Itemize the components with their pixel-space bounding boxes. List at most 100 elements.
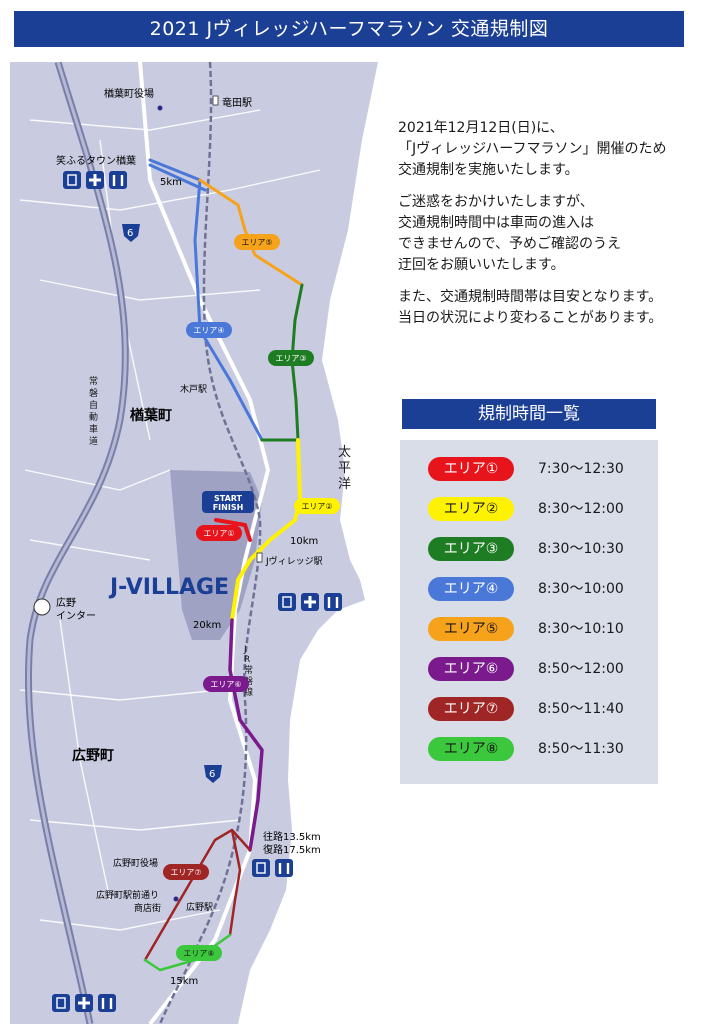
area-badge: エリア③ — [428, 537, 514, 561]
intro-line: できませんので、予めご確認のうえ — [398, 236, 622, 252]
facility-icons-jvillage — [278, 593, 342, 611]
place-hirono-town: 広野町 — [72, 747, 114, 764]
timetable-row: エリア⑥ 8:50〜12:00 — [400, 654, 658, 684]
area-pill-2-label: エリア② — [301, 502, 332, 511]
timetable-panel: エリア① 7:30〜12:30 エリア② 8:30〜12:00 エリア③ 8:3… — [400, 440, 658, 784]
facility-icons-hirono — [52, 994, 116, 1012]
area-badge: エリア⑥ — [428, 657, 514, 681]
place-hirono-office: 広野町役場 — [113, 857, 158, 869]
area-pill-5 — [234, 234, 280, 250]
route-number: 6 — [127, 228, 133, 239]
jr-line — [158, 62, 262, 1024]
trash-icon — [278, 593, 296, 611]
intro-paragraph-2: ご迷惑をおかけいたしますが、 交通規制時間中は車両の進入は できませんので、予め… — [398, 192, 698, 276]
route-shield-icon — [122, 224, 140, 242]
area-pill-8-label: エリア⑧ — [183, 949, 214, 958]
area-pill-2 — [294, 498, 340, 514]
course-area-4-spur — [148, 163, 207, 192]
place-naraha-office: 楢葉町役場 — [104, 87, 154, 100]
expressway-char: 磐 — [89, 387, 98, 399]
area-badge: エリア① — [428, 457, 514, 481]
intro-line: 交通規制時間中は車両の進入は — [398, 215, 594, 231]
area-pill-4 — [186, 322, 232, 338]
km-10-label: 10km — [290, 536, 318, 547]
trash-icon — [252, 859, 270, 877]
timetable-row: エリア⑦ 8:50〜11:40 — [400, 694, 658, 724]
timetable-title: 規制時間一覧 — [402, 399, 656, 429]
area-badge: エリア⑧ — [428, 737, 514, 761]
intro-text: 2021年12月12日(日)に、 「Jヴィレッジハーフマラソン」開催のため 交通… — [398, 118, 698, 340]
course-area-7 — [143, 828, 252, 962]
km-20-label: 20km — [193, 620, 221, 631]
regulation-time: 8:50〜12:00 — [538, 661, 624, 677]
timetable-row: エリア① 7:30〜12:30 — [400, 454, 658, 484]
place-hirono-shop: 商店街 — [134, 902, 161, 914]
regulation-time: 8:30〜10:10 — [538, 621, 624, 637]
area-pill-5-label: エリア⑤ — [241, 238, 272, 247]
jr-line-label: J R 常 磐 線 — [243, 645, 253, 698]
intro-paragraph-1: 2021年12月12日(日)に、 「Jヴィレッジハーフマラソン」開催のため 交通… — [398, 118, 698, 181]
area-pill-6-label: エリア⑥ — [210, 680, 241, 689]
area-badge: エリア④ — [428, 577, 514, 601]
station-icon — [212, 95, 219, 106]
area-pill-7 — [163, 864, 209, 880]
regulation-time: 8:30〜10:00 — [538, 581, 624, 597]
pacific-char: 太 — [338, 445, 351, 460]
area-badge: エリア② — [428, 497, 514, 521]
turn-label: 復路17.5km — [263, 843, 321, 856]
expressway-char: 車 — [89, 423, 98, 435]
trash-icon — [63, 171, 81, 189]
area-badge: エリア⑤ — [428, 617, 514, 641]
finish-label: FINISH — [213, 503, 244, 512]
expressway-inner — [26, 62, 127, 1024]
intro-line: 2021年12月12日(日)に、 — [398, 120, 564, 136]
start-label: START — [214, 494, 243, 503]
area-pill-1 — [196, 525, 242, 541]
regulation-time: 8:50〜11:30 — [538, 741, 624, 757]
restroom-icon — [324, 593, 342, 611]
trash-icon — [52, 994, 70, 1012]
station-icon — [256, 552, 263, 563]
place-hirono-ic: 広野 — [56, 596, 76, 609]
course-area-3 — [260, 283, 304, 442]
place-naraha-town: 楢葉町 — [130, 407, 172, 424]
restroom-icon — [275, 859, 293, 877]
restroom-icon — [98, 994, 116, 1012]
route-6-shield: 6 — [122, 224, 140, 242]
start-finish-marker: START FINISH — [202, 491, 254, 513]
route-number: 6 — [209, 769, 215, 780]
expressway-label: 常 磐 自 動 車 道 — [89, 375, 98, 447]
regulation-time: 8:30〜10:30 — [538, 541, 624, 557]
pacific-label: 太 平 洋 — [338, 445, 351, 492]
intro-line: 当日の状況により変わることがあります。 — [398, 310, 663, 326]
area-pill-3-label: エリア③ — [275, 354, 306, 363]
course-area-6 — [228, 618, 264, 852]
place-hirono-station: 広野駅 — [186, 901, 213, 913]
place-marker — [157, 105, 163, 111]
page-title: 2021 Jヴィレッジハーフマラソン 交通規制図 — [14, 11, 684, 47]
place-kido-station: 木戸駅 — [180, 383, 207, 395]
intro-line: 迂回をお願いいたします。 — [398, 257, 565, 273]
place-hirono-ic: インター — [56, 610, 96, 622]
area-pill-4-label: エリア④ — [193, 326, 224, 335]
place-marker — [173, 896, 179, 902]
timetable-row: エリア④ 8:30〜10:00 — [400, 574, 658, 604]
facility-icons-naraha — [63, 171, 127, 189]
traffic-map: 常 磐 自 動 車 道 J R 常 磐 線 太 平 洋 楢葉町役場 竜田駅 笑ふ… — [0, 62, 400, 1024]
course-area-1 — [214, 518, 252, 542]
intro-line: また、交通規制時間帯は目安となります。 — [398, 289, 663, 305]
interchange-icon — [33, 598, 51, 616]
jr-char: 磐 — [244, 675, 253, 687]
area-pill-8 — [176, 945, 222, 961]
route-shield-icon — [204, 765, 222, 783]
place-jvillage-station: Jヴィレッジ駅 — [265, 555, 323, 567]
jr-char: 線 — [244, 686, 253, 698]
pacific-char: 洋 — [338, 477, 351, 492]
regulation-time: 7:30〜12:30 — [538, 461, 624, 477]
intro-line: 「Jヴィレッジハーフマラソン」開催のため — [398, 141, 667, 157]
course-area-5 — [198, 178, 304, 287]
jr-char: R — [244, 655, 250, 665]
facility-icons-turn — [252, 859, 293, 877]
timetable-row: エリア⑤ 8:30〜10:10 — [400, 614, 658, 644]
expressway-char: 常 — [89, 375, 98, 387]
